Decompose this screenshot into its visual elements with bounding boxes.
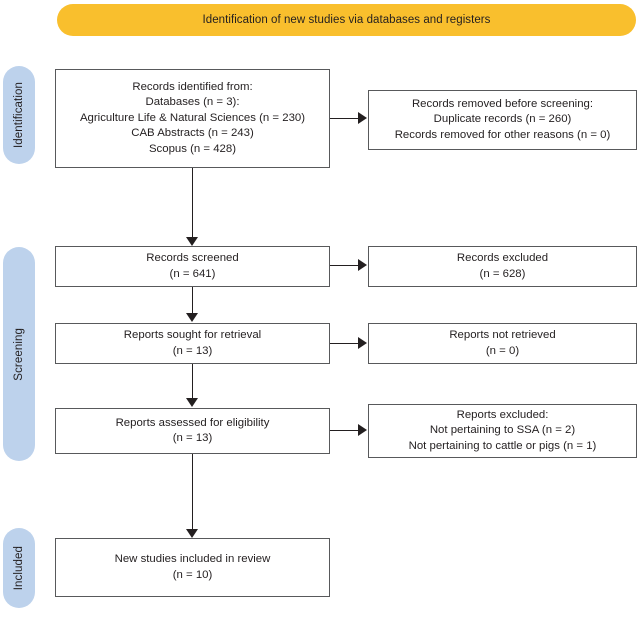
arrowhead-down-icon	[186, 237, 198, 246]
box-line: Databases (n = 3):	[145, 96, 240, 109]
box-line: Reports not retrieved	[449, 329, 556, 341]
box-reports-assessed-for-eligibility: Reports assessed for eligibility (n = 13…	[55, 408, 330, 454]
connector-identified-to-screened	[192, 168, 194, 238]
box-line: Not pertaining to SSA (n = 2)	[429, 424, 576, 437]
box-line: (n = 10)	[172, 568, 213, 581]
box-line: (n = 0)	[485, 344, 520, 357]
box-reports-sought-for-retrieval: Reports sought for retrieval (n = 13)	[55, 323, 330, 364]
connector-screened-to-sought	[192, 287, 194, 314]
box-reports-not-retrieved: Reports not retrieved (n = 0)	[368, 323, 637, 364]
box-line: Duplicate records (n = 260)	[433, 113, 572, 126]
box-line: Reports sought for retrieval	[123, 329, 262, 341]
box-records-excluded: Records excluded (n = 628)	[368, 246, 637, 287]
box-line: Records removed before screening:	[411, 97, 594, 110]
box-records-screened: Records screened (n = 641)	[55, 246, 330, 287]
connector-identified-to-removed	[330, 118, 359, 120]
arrowhead-right-icon	[358, 337, 367, 349]
box-line: (n = 13)	[172, 344, 213, 357]
stage-bar-identification: Identification	[3, 66, 35, 164]
stage-bar-identification-label: Identification	[13, 82, 25, 148]
arrowhead-right-icon	[358, 259, 367, 271]
box-line: Agriculture Life & Natural Sciences (n =…	[79, 111, 306, 124]
arrowhead-right-icon	[358, 424, 367, 436]
stage-bar-screening-label: Screening	[13, 327, 25, 381]
box-line: Reports excluded:	[456, 408, 549, 421]
stage-bar-included: Included	[3, 528, 35, 608]
box-new-studies-included: New studies included in review (n = 10)	[55, 538, 330, 597]
box-line: Records removed for other reasons (n = 0…	[394, 128, 611, 141]
box-line: (n = 13)	[172, 432, 213, 444]
box-line: CAB Abstracts (n = 243)	[131, 127, 254, 140]
box-records-removed-before-screening: Records removed before screening: Duplic…	[368, 90, 637, 150]
box-line: Records excluded	[456, 252, 549, 264]
arrowhead-down-icon	[186, 398, 198, 407]
stage-bar-included-label: Included	[13, 545, 25, 591]
box-line: Reports assessed for eligibility	[115, 416, 270, 429]
box-line: Scopus (n = 428)	[148, 142, 237, 155]
stage-bar-screening: Screening	[3, 247, 35, 461]
arrowhead-down-icon	[186, 313, 198, 322]
box-reports-excluded: Reports excluded: Not pertaining to SSA …	[368, 404, 637, 458]
box-line: Records identified from:	[132, 80, 253, 93]
connector-assessed-to-reports-excluded	[330, 430, 359, 432]
diagram-banner: Identification of new studies via databa…	[57, 4, 636, 36]
box-line: (n = 628)	[479, 267, 526, 280]
box-line: Not pertaining to cattle or pigs (n = 1)	[408, 439, 597, 452]
arrowhead-down-icon	[186, 529, 198, 538]
box-records-identified: Records identified from: Databases (n = …	[55, 69, 330, 168]
box-line: New studies included in review	[114, 553, 271, 565]
connector-sought-to-assessed	[192, 364, 194, 399]
diagram-banner-label: Identification of new studies via databa…	[202, 14, 491, 26]
arrowhead-right-icon	[358, 112, 367, 124]
box-line: Records screened	[146, 252, 239, 264]
box-line: (n = 641)	[169, 267, 216, 280]
connector-screened-to-excluded	[330, 265, 359, 267]
connector-sought-to-not-retrieved	[330, 343, 359, 345]
connector-assessed-to-included	[192, 454, 194, 530]
